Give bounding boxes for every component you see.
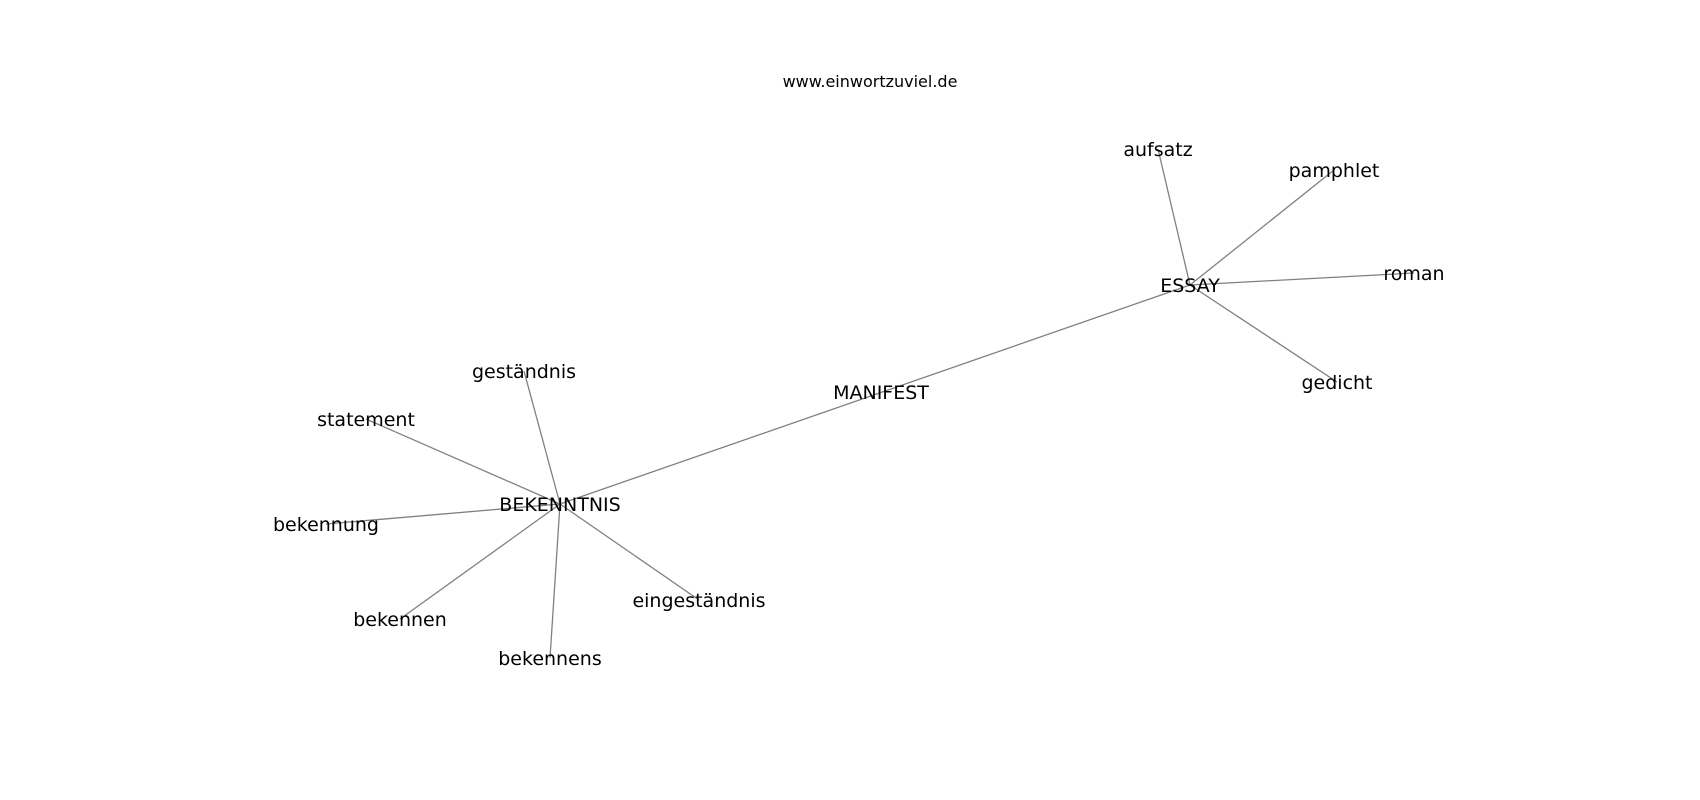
edge-essay-aufsatz — [1157, 148, 1191, 286]
node-label-roman: roman — [1383, 263, 1444, 285]
node-label-bekennen: bekennen — [353, 609, 447, 631]
node-label-aufsatz: aufsatz — [1123, 139, 1192, 161]
node-label-bekennens: bekennens — [498, 648, 601, 670]
edge-essay-roman — [1189, 272, 1415, 286]
node-label-manifest: MANIFEST — [833, 382, 929, 404]
edge-bekenntnis-statement — [365, 418, 561, 505]
edge-bekenntnis-gestaendnis — [523, 370, 561, 505]
node-label-eingestaendnis: eingeständnis — [632, 590, 765, 612]
edge-bekenntnis-bekennens — [549, 503, 561, 659]
edge-bekenntnis-bekennung — [325, 503, 561, 525]
node-label-gedicht: gedicht — [1301, 372, 1372, 394]
nodes-layer: MANIFEST ESSAY BEKENNTNIS aufsatz pamphlet ro… — [273, 139, 1445, 670]
edge-bekenntnis-essay — [559, 284, 1191, 505]
edge-bekenntnis-bekennen — [399, 503, 561, 620]
node-label-bekenntnis: BEKENNTNIS — [499, 494, 620, 516]
node-label-statement: statement — [317, 409, 415, 431]
source-label: www.einwortzuviel.de — [783, 72, 958, 91]
edge-essay-pamphlet — [1189, 169, 1335, 286]
node-label-essay: ESSAY — [1160, 275, 1220, 297]
node-label-bekennung: bekennung — [273, 514, 379, 536]
node-label-gestaendnis: geständnis — [472, 361, 576, 383]
node-label-pamphlet: pamphlet — [1289, 160, 1380, 182]
edge-bekenntnis-eingestaendnis — [559, 503, 700, 601]
edges-layer — [325, 148, 1415, 659]
edge-essay-gedicht — [1189, 284, 1338, 383]
